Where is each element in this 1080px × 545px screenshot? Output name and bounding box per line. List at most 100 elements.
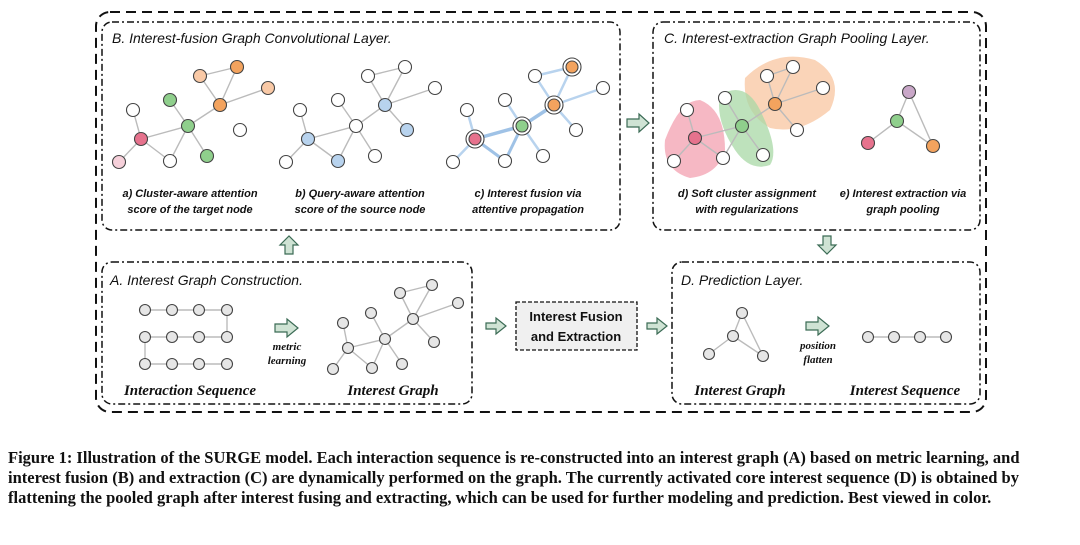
graph-node <box>180 118 196 134</box>
graph-node <box>341 341 355 355</box>
graph-node <box>300 131 316 147</box>
graph-node <box>125 102 141 118</box>
subcaption-c-line1: c) Interest fusion via <box>475 188 582 200</box>
graph-node <box>687 130 703 146</box>
graph-node <box>330 153 346 169</box>
graph-node <box>515 119 529 133</box>
graph-node <box>717 90 733 106</box>
panel-b-title: B. Interest-fusion Graph Convolutional L… <box>112 30 392 46</box>
graph-node <box>330 92 346 108</box>
graph-node <box>199 148 215 164</box>
graph-node <box>595 80 611 96</box>
interaction-sequence-grid <box>138 303 234 371</box>
arrow-right-icon <box>626 112 650 134</box>
graph-node <box>497 92 513 108</box>
sequence-node <box>192 357 206 371</box>
subcaption-d-line1: d) Soft cluster assignment <box>678 188 817 200</box>
graph-node <box>162 153 178 169</box>
graph-node <box>260 80 276 96</box>
interest-sequence-label: Interest Sequence <box>849 383 961 399</box>
graph-node <box>925 138 941 154</box>
sequence-node <box>165 357 179 371</box>
graph-node <box>192 68 208 84</box>
graph-node <box>212 97 228 113</box>
interest-sequence-d <box>861 330 953 344</box>
sequence-node <box>138 357 152 371</box>
graph-node <box>527 68 543 84</box>
graph-node <box>759 68 775 84</box>
graph-node <box>547 98 561 112</box>
graph-soft-cluster <box>666 59 831 169</box>
figure-canvas: B. Interest-fusion Graph Convolutional L… <box>95 11 987 413</box>
arrow-right-icon <box>805 315 830 337</box>
panel-d-title: D. Prediction Layer. <box>681 272 803 288</box>
sequence-node <box>192 303 206 317</box>
graph-node <box>336 316 350 330</box>
graph-pooled <box>860 84 941 154</box>
graph-query-attention <box>278 59 443 170</box>
graph-node <box>445 154 461 170</box>
subcaption-e-line1: e) Interest extraction via <box>840 188 967 200</box>
center-label-line2: and Extraction <box>531 329 621 344</box>
panel-a: A. Interest Graph Construction. metric l… <box>101 261 473 405</box>
graph-node <box>397 59 413 75</box>
subcaption-a-line2: score of the target node <box>127 204 252 216</box>
graph-node <box>378 332 392 346</box>
subcaption-d-line2: with regularizations <box>695 204 798 216</box>
graph-node <box>451 296 465 310</box>
graph-node <box>815 80 831 96</box>
graph-node <box>427 80 443 96</box>
subcaption-b-line1: b) Query-aware attention <box>295 188 425 200</box>
arrow-up-icon <box>278 235 300 255</box>
graph-node <box>278 154 294 170</box>
sequence-node <box>220 303 234 317</box>
graph-node <box>889 113 905 129</box>
graph-node <box>292 102 308 118</box>
interest-graph-d-label: Interest Graph <box>693 383 785 399</box>
panel-c: C. Interest-extraction Graph Pooling Lay… <box>652 21 981 231</box>
subcaption-e-line2: graph pooling <box>865 204 940 216</box>
graph-node <box>395 357 409 371</box>
arrow-right-icon <box>646 316 668 336</box>
graph-node <box>365 361 379 375</box>
sequence-node <box>913 330 927 344</box>
graph-node <box>735 306 749 320</box>
arrow-right-icon <box>485 316 507 336</box>
graph-node <box>702 347 716 361</box>
graph-node <box>568 122 584 138</box>
graph-node <box>377 97 393 113</box>
graph-node <box>427 335 441 349</box>
graph-node <box>755 147 771 163</box>
graph-node <box>348 118 364 134</box>
graph-node <box>535 148 551 164</box>
sequence-node <box>220 330 234 344</box>
graph-node <box>860 135 876 151</box>
graph-interest-fusion <box>445 57 611 170</box>
sequence-node <box>165 330 179 344</box>
graph-node <box>789 122 805 138</box>
graph-node <box>425 278 439 292</box>
graph-node <box>767 96 783 112</box>
graph-node <box>715 150 731 166</box>
graph-node <box>497 153 513 169</box>
graph-node <box>901 84 917 100</box>
graph-node <box>111 154 127 170</box>
graph-node <box>406 312 420 326</box>
graph-node <box>459 102 475 118</box>
sequence-node <box>138 303 152 317</box>
graph-node <box>468 132 482 146</box>
graph-node <box>326 362 340 376</box>
subcaption-b-line2: score of the source node <box>295 204 426 216</box>
metric-label: metric <box>273 341 302 353</box>
graph-node <box>565 60 579 74</box>
arrow-right-icon <box>274 317 299 339</box>
graph-node <box>393 286 407 300</box>
flatten-label: flatten <box>803 354 832 366</box>
graph-node <box>232 122 248 138</box>
graph-node <box>360 68 376 84</box>
center-box: Interest Fusion and Extraction <box>515 301 638 351</box>
sequence-node <box>138 330 152 344</box>
graph-node <box>756 349 770 363</box>
sequence-node <box>861 330 875 344</box>
graph-node <box>162 92 178 108</box>
